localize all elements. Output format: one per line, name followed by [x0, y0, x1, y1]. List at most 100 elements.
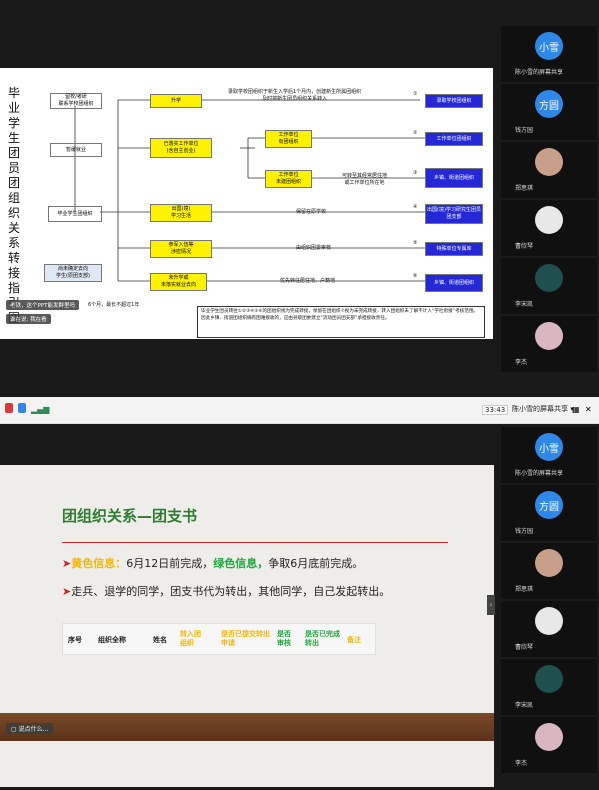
avatar: 小雪 — [535, 32, 563, 60]
circle-3: ③ — [413, 170, 418, 176]
participant-list: 小雪 陈小雪的屏幕共享 方圆 钱方园 郑思琪 曹欣琴 李宋凯 李杰 — [499, 427, 599, 787]
avatar — [535, 665, 563, 693]
bullet-line-2: ➤走兵、退学的同学，团支书代为转出，其他同学，自己发起转出。 — [62, 583, 390, 599]
view-label: 陈小雪的屏幕共享 — [512, 405, 568, 413]
shared-slide-1: 毕业学生团员团组织关系转接指引图 — [0, 68, 493, 339]
participant-name: 曹欣琴 — [515, 243, 534, 250]
participant-tile[interactable]: 李杰 — [501, 316, 597, 372]
arrow-label-upgrade: 录取学校团组织于新生入学后1个月内，创建新生所属团组织 及时将新生团员组织关系转… — [228, 89, 362, 102]
signal-icon: ▂▄▆ — [31, 405, 50, 414]
info-table-header: 序号 组织全称 姓名 转入团组织 是否已提交转出申请 是否审核 是否已完成转出 … — [62, 623, 376, 655]
meeting-window-2: ▂▄▆ 33:43 陈小雪的屏幕共享 ▾ ▦ ✕ 团组织关系—团支书 ➤黄色信息… — [0, 397, 599, 790]
arrow-label-military: 由组织团委审核 — [296, 245, 332, 251]
participant-name: 李杰 — [515, 359, 528, 366]
circle-1: ① — [413, 91, 418, 97]
avatar — [535, 206, 563, 234]
node-graduate: 毕业学生团组织 — [48, 206, 102, 222]
grid-icon[interactable]: ▦ — [572, 405, 580, 414]
participant-tile[interactable]: 李宋凯 — [501, 659, 597, 715]
chat-message: 老铁，这个PPT能发群里吗 — [6, 300, 79, 310]
circle-4: ④ — [413, 204, 418, 210]
circle-2: ② — [413, 130, 418, 136]
participant-tile[interactable]: 方圆 钱方园 — [501, 84, 597, 140]
avatar: 方圆 — [535, 90, 563, 118]
bullet-arrow-icon: ➤ — [62, 557, 72, 570]
target-no-org: 乡镇、街道团组织 — [425, 168, 483, 188]
participant-name: 陈小雪的屏幕共享 — [515, 470, 564, 477]
participant-name: 郑思琪 — [515, 586, 534, 593]
node-gap-year: 暂缓就业 — [50, 143, 102, 157]
slide-note-box: 毕业学生团员转往①②③④⑤⑥的团组织视为完成转接，保留在团组织⑦视为未完成转接，… — [197, 306, 485, 338]
avatar: 小雪 — [535, 433, 563, 461]
flow-connectors — [74, 99, 425, 282]
target-military: 特殊单位专属库 — [425, 242, 483, 256]
participant-name: 李宋凯 — [515, 702, 534, 709]
duration-text: 6个月，最长不超过1年 — [88, 302, 140, 308]
slide-title: 团组织关系—团支书 — [62, 507, 198, 525]
bullet1-mid: 6月12日前完成， — [126, 557, 214, 570]
col-header: 姓名 — [153, 636, 167, 644]
node-join-school: 留校/考研 联系学校团组织 — [50, 93, 102, 109]
node-military: 参军入伍等 涉密情况 — [150, 240, 212, 258]
chat-text: 说点什么... — [18, 726, 49, 733]
participant-tile[interactable]: 方圆 钱方园 — [501, 485, 597, 541]
avatar — [535, 148, 563, 176]
chat-message: 谁在说: 我在看 — [6, 314, 51, 324]
participant-name: 曹欣琴 — [515, 644, 534, 651]
node-has-org: 工作单位 有团组织 — [265, 130, 312, 148]
message-icon: ▢ — [11, 726, 19, 733]
yellow-label: 黄色信息： — [71, 557, 127, 570]
participant-tile[interactable]: 郑思琪 — [501, 543, 597, 599]
col-header: 是否审核 — [277, 630, 291, 647]
target-has-org: 工作单位团组织 — [425, 132, 483, 146]
participant-name: 李杰 — [515, 760, 528, 767]
participant-name: 钱方园 — [515, 127, 534, 134]
target-upgrade: 录取学校团组织 — [425, 94, 483, 108]
col-header: 是否已完成转出 — [305, 630, 340, 647]
node-abroad: 出国(境) 学习生活 — [150, 204, 212, 222]
participant-tile[interactable]: 小雪 陈小雪的屏幕共享 — [501, 26, 597, 82]
avatar — [535, 264, 563, 292]
view-dropdown[interactable]: 陈小雪的屏幕共享 ▾ — [512, 405, 574, 413]
collapse-handle[interactable]: › — [487, 595, 495, 615]
avatar — [535, 322, 563, 350]
bullet2-text: 走兵、退学的同学，团支书代为转出，其他同学，自己发起转出。 — [71, 585, 391, 598]
col-header: 是否已提交转出申请 — [221, 630, 270, 647]
col-header: 备注 — [347, 636, 361, 644]
node-confirmed: 已落实工作单位 (含自主创业) — [150, 138, 212, 158]
participant-tile[interactable]: 小雪 陈小雪的屏幕共享 — [501, 427, 597, 483]
participant-tile[interactable]: 曹欣琴 — [501, 601, 597, 657]
participant-name: 钱方园 — [515, 528, 534, 535]
target-not-employed: 乡镇、街道团组织 — [425, 274, 483, 292]
green-label: 绿色信息， — [213, 557, 269, 570]
circle-6: ⑥ — [413, 273, 418, 279]
node-no-org: 工作单位 未建团组织 — [265, 170, 312, 188]
bullet-line-1: ➤黄色信息：6月12日前完成，绿色信息，争取6月底前完成。 — [62, 555, 363, 571]
participant-tile[interactable]: 曹欣琴 — [501, 200, 597, 256]
node-not-employed: 未升学或 未落实就业去向 — [150, 273, 207, 291]
chat-input[interactable]: ▢ 说点什么... — [6, 723, 54, 734]
bullet-arrow-icon: ➤ — [62, 585, 72, 598]
arrow-label-not-employed: 优先转往居住地、户籍地 — [280, 278, 336, 284]
col-header: 序号 — [68, 636, 82, 644]
meeting-timer: 33:43 — [482, 405, 509, 415]
target-abroad: 出国(境)学习研究生团员团支部 — [425, 204, 483, 224]
top-bar: ▂▄▆ 33:43 陈小雪的屏幕共享 ▾ ▦ ✕ — [0, 397, 599, 424]
circle-5: ⑤ — [413, 240, 418, 246]
shield-icon — [5, 403, 13, 413]
meeting-window-1: 毕业学生团员团组织关系转接指引图 — [0, 26, 599, 386]
chat-text: 谁在说: 我在看 — [10, 317, 47, 323]
chat-text: 老铁，这个PPT能发群里吗 — [10, 303, 75, 309]
node-unemployed: 尚未确定去向 学生(原团支部) — [44, 264, 102, 282]
participant-tile[interactable]: 李杰 — [501, 717, 597, 773]
participant-tile[interactable]: 郑思琪 — [501, 142, 597, 198]
slide-note: 毕业学生团员转往①②③④⑤⑥的团组织视为完成转接，保留在团组织⑦视为未完成转接，… — [201, 309, 479, 321]
participant-list: 小雪 陈小雪的屏幕共享 方圆 钱方园 郑思琪 曹欣琴 李宋凯 李杰 — [499, 26, 599, 386]
avatar: 方圆 — [535, 491, 563, 519]
arrow-label-abroad: 保留在原学校 — [296, 209, 327, 215]
avatar — [535, 549, 563, 577]
participant-name: 李宋凯 — [515, 301, 534, 308]
close-icon[interactable]: ✕ — [585, 405, 592, 414]
participant-tile[interactable]: 李宋凯 — [501, 258, 597, 314]
arrow-label-no-org: 可转至其经常居住地 或工作单位所在地 — [342, 173, 388, 186]
